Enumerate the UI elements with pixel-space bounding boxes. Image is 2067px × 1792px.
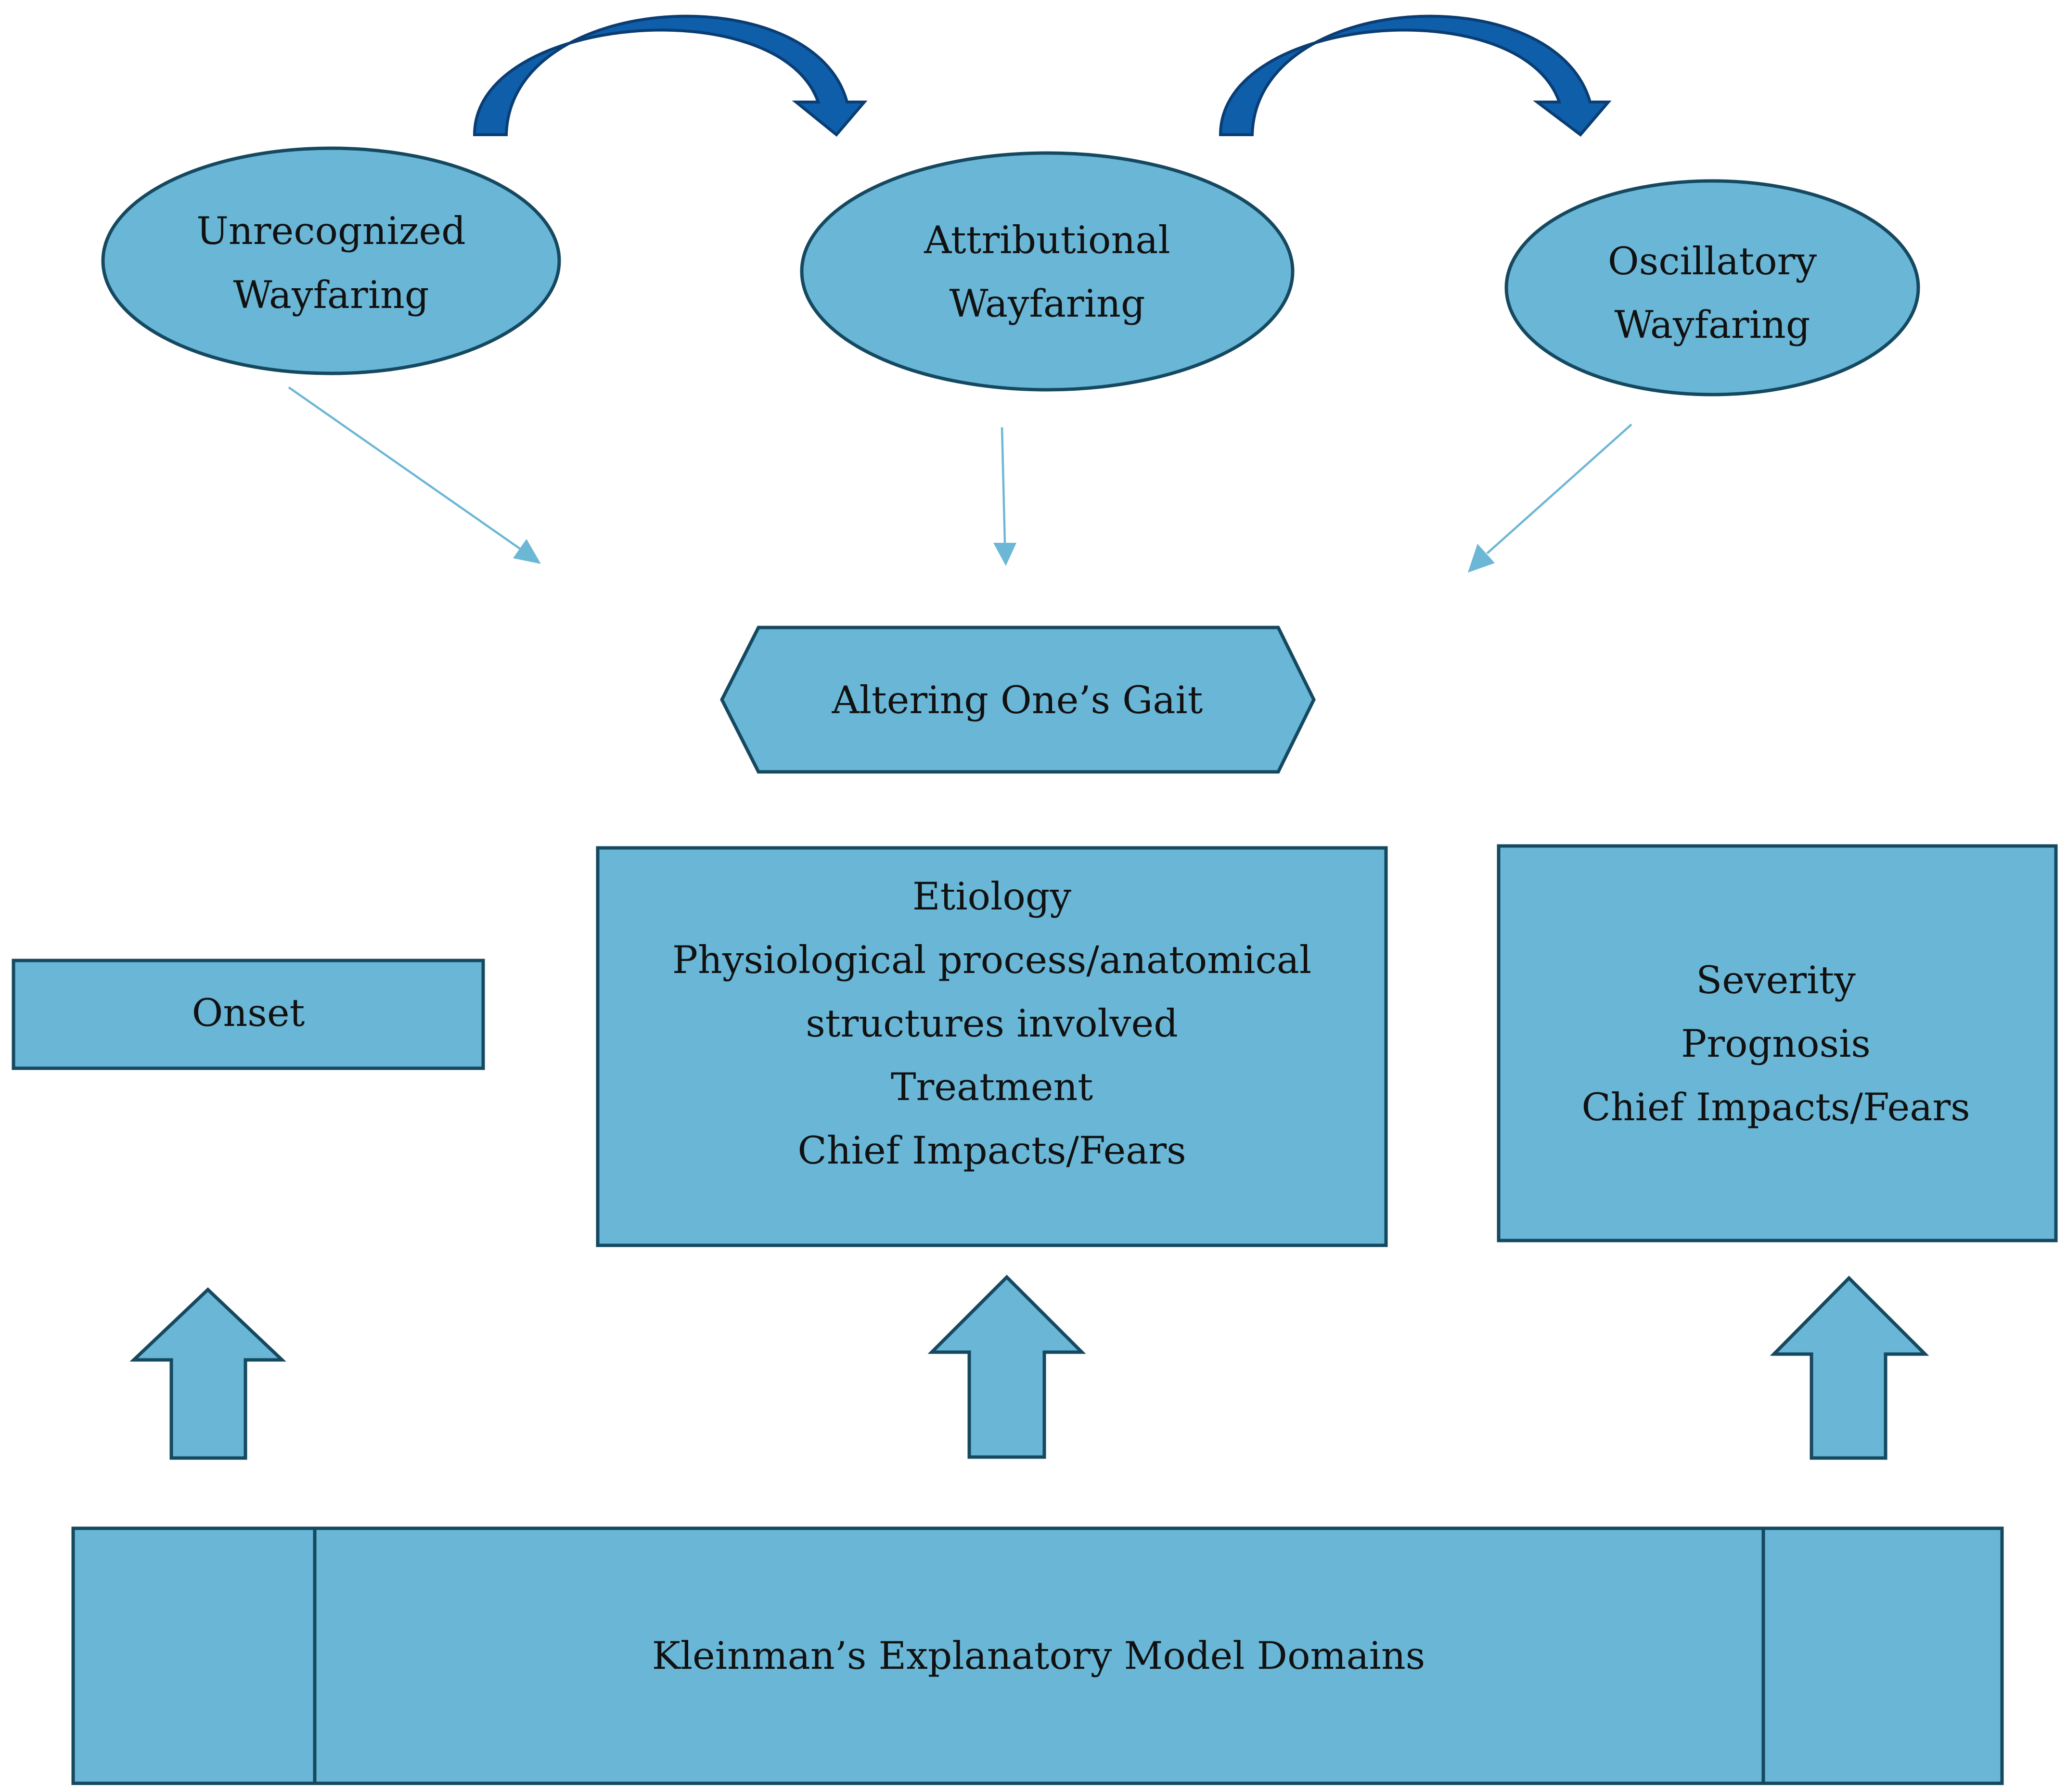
etiology-line-5: Chief Impacts/Fears [797,1128,1186,1173]
connector-oscillatory-to-gait [1468,423,1632,573]
etiology-line-3: structures involved [806,1001,1178,1046]
unrecognized-wayfaring-node: Unrecognized Wayfaring [101,146,561,375]
attributional-wayfaring-line-2: Wayfaring [950,282,1145,326]
severity-line-3: Chief Impacts/Fears [1581,1085,1970,1129]
attributional-wayfaring-line-1: Attributional [924,218,1170,262]
model-domains-box: Kleinman’s Explanatory Model Domains [71,1526,2004,1785]
unrecognized-wayfaring-line-2: Wayfaring [233,273,429,317]
curved-arrow-unrecognized-to-attributional [473,14,868,137]
severity-box: Severity Prognosis Chief Impacts/Fears [1497,844,2058,1242]
attributional-wayfaring-node: Attributional Wayfaring [800,151,1295,392]
model-domains-label: Kleinman’s Explanatory Model Domains [652,1634,1425,1678]
oscillatory-wayfaring-line-2: Wayfaring [1615,303,1810,347]
oscillatory-wayfaring-node: Oscillatory Wayfaring [1504,179,1920,397]
severity-line-1: Severity [1696,958,1856,1002]
connector-attributional-to-gait [993,427,1016,566]
etiology-line-4: Treatment [891,1065,1093,1109]
severity-line-2: Prognosis [1681,1022,1871,1066]
curved-arrow-attributional-to-oscillatory [1219,14,1612,137]
etiology-line-1: Etiology [912,874,1072,919]
unrecognized-wayfaring-line-1: Unrecognized [196,209,465,253]
etiology-box: Etiology Physiological process/anatomica… [596,846,1388,1247]
up-arrow-onset [129,1287,286,1460]
altering-gait-node: Altering One’s Gait [720,626,1316,774]
altering-gait-label: Altering One’s Gait [832,678,1203,722]
onset-label: Onset [192,991,305,1035]
onset-box: Onset [12,959,485,1070]
etiology-line-2: Physiological process/anatomical [672,938,1311,982]
connector-unrecognized-to-gait [288,386,541,564]
oscillatory-wayfaring-line-1: Oscillatory [1608,239,1817,283]
up-arrow-etiology [927,1275,1086,1459]
up-arrow-severity [1770,1276,1929,1460]
